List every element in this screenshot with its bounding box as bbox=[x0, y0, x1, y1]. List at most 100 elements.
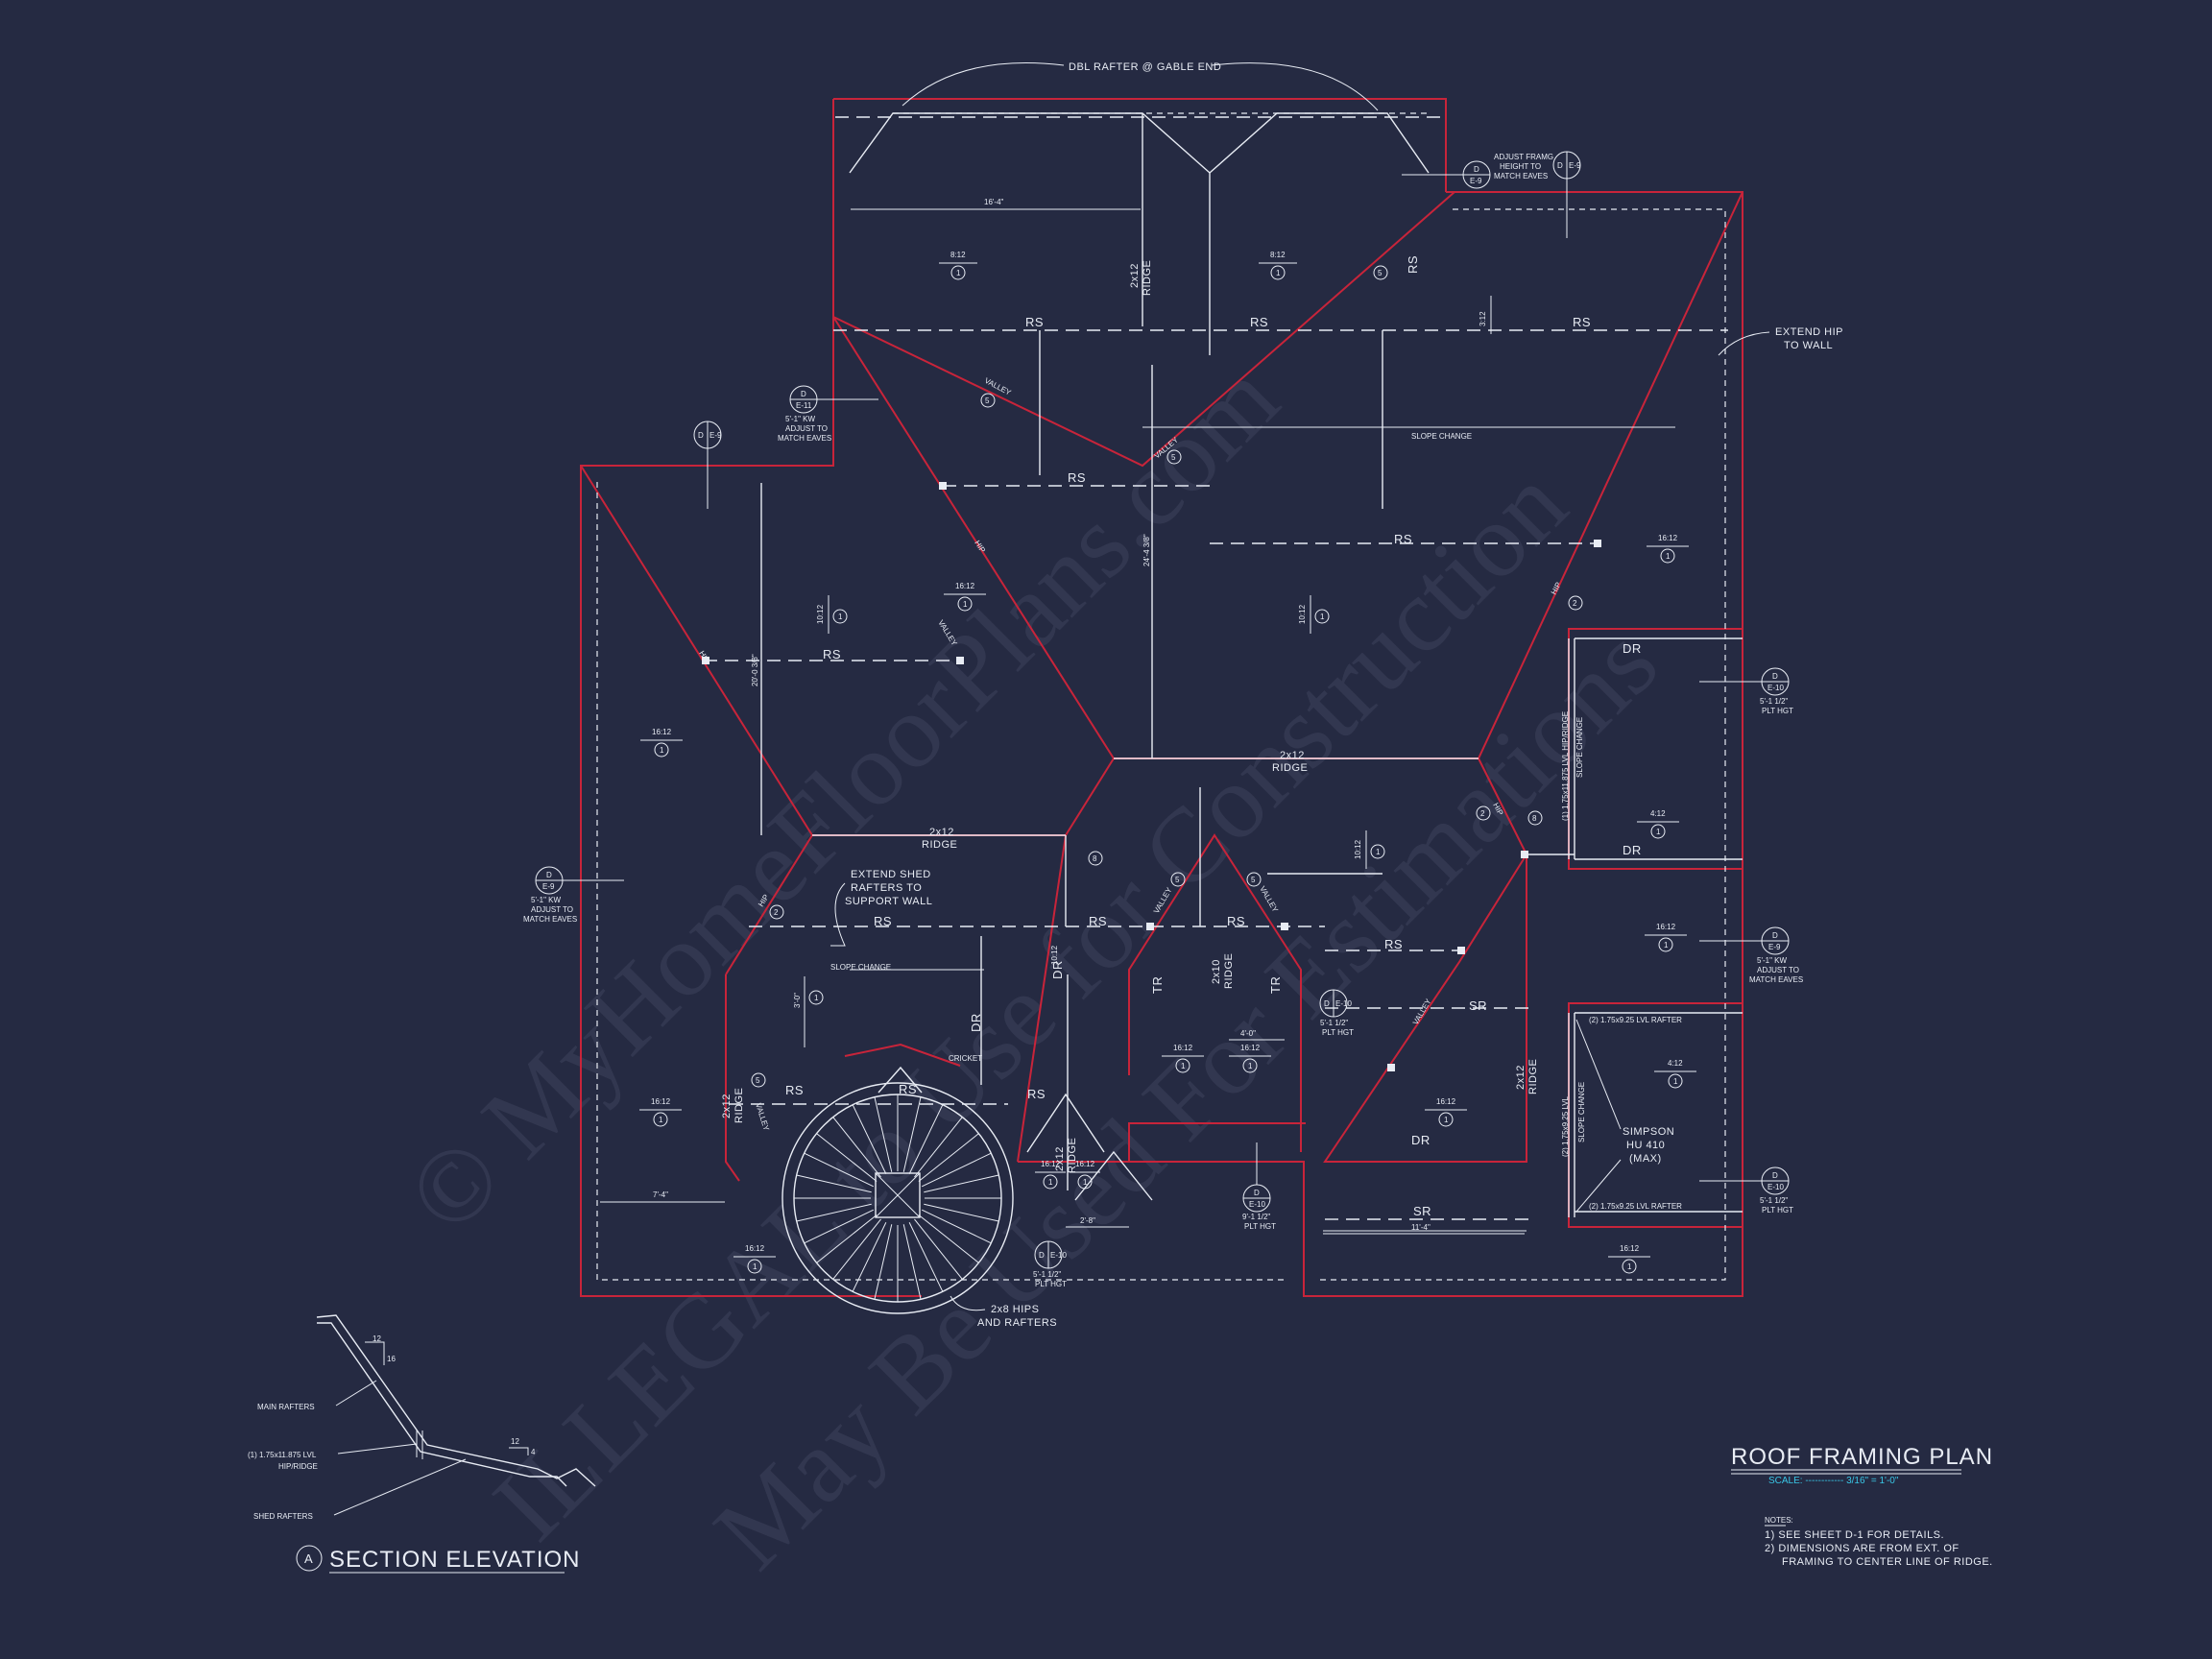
fascia-lines bbox=[596, 112, 1726, 1281]
pitch-number: 1 bbox=[1248, 1062, 1253, 1070]
dim-4-0: 4'-0" bbox=[1240, 1029, 1256, 1038]
turret-rafter-line bbox=[914, 1117, 963, 1178]
rs-label: RS bbox=[1394, 532, 1412, 546]
pitch-label: 16:12 bbox=[1656, 923, 1676, 931]
section-pitch-rise: 16 bbox=[387, 1355, 396, 1363]
turret-rafter-line bbox=[908, 1104, 944, 1174]
sr-label: SR bbox=[1469, 998, 1487, 1013]
pitch-number: 1 bbox=[956, 269, 961, 277]
marker-number: 5 bbox=[1378, 269, 1382, 277]
dr-label: DR bbox=[1623, 843, 1642, 857]
plt-hgt-e-line1: 5'-1 1/2" bbox=[1033, 1270, 1061, 1279]
turret-rafter-line bbox=[804, 1152, 874, 1188]
valley-label: VALLEY bbox=[1258, 885, 1280, 915]
pitch-label: 16:12 bbox=[1075, 1160, 1095, 1168]
tr-label: TR bbox=[1268, 976, 1283, 994]
detail-letter: D bbox=[1772, 672, 1778, 681]
lvl-rafter-label: (2) 1.75x9.25 LVL RAFTER bbox=[1589, 1202, 1682, 1211]
rs-label: RS bbox=[1227, 914, 1245, 928]
detail-letter: D bbox=[546, 871, 552, 879]
ridge-size: 2x10 bbox=[1211, 959, 1222, 984]
pitch-label: 16:12 bbox=[651, 1097, 671, 1106]
dim-20-0: 20'-0 3/8" bbox=[751, 654, 759, 686]
pitch-number: 1 bbox=[1664, 941, 1669, 950]
adjust-match-l-line3: MATCH EAVES bbox=[778, 434, 831, 443]
turret-roof bbox=[781, 1043, 1014, 1314]
section-title: SECTION ELEVATION bbox=[329, 1547, 581, 1573]
lvl-rafter-label: (2) 1.75x9.25 LVL RAFTER bbox=[1589, 1016, 1682, 1024]
turret-rafter-line bbox=[908, 1222, 944, 1292]
slope-change-label: SLOPE CHANGE bbox=[1577, 1082, 1586, 1142]
rs-label: RS bbox=[1089, 914, 1107, 928]
tr-label: TR bbox=[1150, 976, 1165, 994]
pitch-number: 1 bbox=[660, 746, 664, 755]
pitch-number: 1 bbox=[1666, 552, 1671, 561]
plt-hgt-c-line2: PLT HGT bbox=[1322, 1028, 1354, 1037]
title-block: ROOF FRAMING PLAN SCALE: ------------ 3/… bbox=[1731, 1444, 1993, 1568]
ridge-size: 2x12 bbox=[1054, 1146, 1066, 1171]
plt-hgt-d-line2: PLT HGT bbox=[1244, 1222, 1276, 1231]
pitch-label: 16:12 bbox=[1240, 1044, 1261, 1052]
dr-label: DR bbox=[1411, 1133, 1431, 1147]
rs-label: RS bbox=[1573, 315, 1591, 329]
turret-rafter-line bbox=[816, 1133, 878, 1182]
adjust-framing-line1: ADJUST FRAMG bbox=[1494, 153, 1553, 161]
adjust-match-c-line3: MATCH EAVES bbox=[523, 915, 577, 924]
pitch-number: 1 bbox=[1376, 848, 1381, 856]
pitch-label: 10:12 bbox=[816, 604, 825, 624]
turret-rafter-line bbox=[918, 1214, 979, 1263]
ridge-label: RIDGE bbox=[733, 1088, 745, 1123]
ridge-label: RIDGE bbox=[922, 839, 957, 851]
extend-hip-line1: EXTEND HIP bbox=[1775, 326, 1843, 338]
pitch-number: 1 bbox=[1276, 269, 1281, 277]
detail-letter: D bbox=[698, 431, 704, 440]
lower-gable bbox=[1026, 1093, 1153, 1201]
ridge-size: 2x12 bbox=[721, 1094, 733, 1118]
turret-rafter-line bbox=[874, 1096, 893, 1172]
section-shed-rise: 4 bbox=[531, 1448, 536, 1456]
turret-rafter-line bbox=[796, 1203, 872, 1222]
turret-rafter-line bbox=[922, 1209, 992, 1244]
detail-sheet: E-10 bbox=[1050, 1251, 1067, 1260]
turret-rafter-line bbox=[852, 1104, 887, 1174]
pitch-label: 10:12 bbox=[1298, 604, 1307, 624]
marker-number: 2 bbox=[1480, 809, 1485, 818]
rs-label: RS bbox=[785, 1083, 804, 1097]
pitch-label: 16:12 bbox=[1173, 1044, 1193, 1052]
adjust-match-r-line2: ADJUST TO bbox=[1757, 966, 1799, 974]
marker-number: 8 bbox=[1532, 814, 1537, 823]
detail-sheet: E-9 bbox=[1569, 161, 1581, 170]
note-3: FRAMING TO CENTER LINE OF RIDGE. bbox=[1782, 1556, 1993, 1568]
rafter-span-labels: RS RS RS RS RS RS RS RS RS RS RS RS RS R… bbox=[785, 255, 1642, 1218]
detail-sheet: E-9 bbox=[1768, 943, 1781, 951]
detail-letter: D bbox=[1557, 161, 1563, 170]
rs-label: RS bbox=[823, 647, 841, 661]
valley-label: VALLEY bbox=[754, 1102, 771, 1133]
sr-label: SR bbox=[1413, 1204, 1431, 1218]
slope-change-label: SLOPE CHANGE bbox=[1575, 717, 1584, 778]
note-1: 1) SEE SHEET D-1 FOR DETAILS. bbox=[1765, 1529, 1944, 1541]
pitch-number: 1 bbox=[814, 994, 819, 1002]
section-shed-run: 12 bbox=[511, 1437, 519, 1446]
marker-number: 5 bbox=[985, 397, 990, 405]
marker-number: 2 bbox=[1573, 599, 1577, 608]
pitch-number: 1 bbox=[1656, 828, 1661, 836]
plt-hgt-a-line2: PLT HGT bbox=[1762, 707, 1793, 715]
watermark: © MyHomeFloorPlans.com ILLEGAL to Use fo… bbox=[385, 340, 1679, 1591]
ridge-label: RIDGE bbox=[1142, 260, 1153, 296]
plt-hgt-a-line1: 5'-1 1/2" bbox=[1760, 697, 1788, 706]
shed-rafters-label: SHED RAFTERS bbox=[253, 1512, 313, 1521]
dim-7-4: 7'-4" bbox=[653, 1190, 668, 1199]
adjust-match-c-line2: ADJUST TO bbox=[531, 905, 573, 914]
marker-number: 5 bbox=[1251, 876, 1256, 884]
callout-notes: DBL RAFTER @ GABLE END ADJUST FRAMG HEIG… bbox=[523, 61, 1843, 1329]
dim-11-4: 11'-4" bbox=[1411, 1223, 1431, 1232]
detail-letter: D bbox=[1772, 931, 1778, 940]
plan-title: ROOF FRAMING PLAN bbox=[1731, 1444, 1993, 1470]
turret-rafter-line bbox=[922, 1152, 992, 1188]
pitch-label: 8:12 bbox=[1270, 251, 1286, 259]
pitch-label: 4:12 bbox=[1668, 1059, 1683, 1068]
detail-letter: D bbox=[1474, 165, 1479, 174]
detail-sheet: E-9 bbox=[1470, 177, 1482, 185]
